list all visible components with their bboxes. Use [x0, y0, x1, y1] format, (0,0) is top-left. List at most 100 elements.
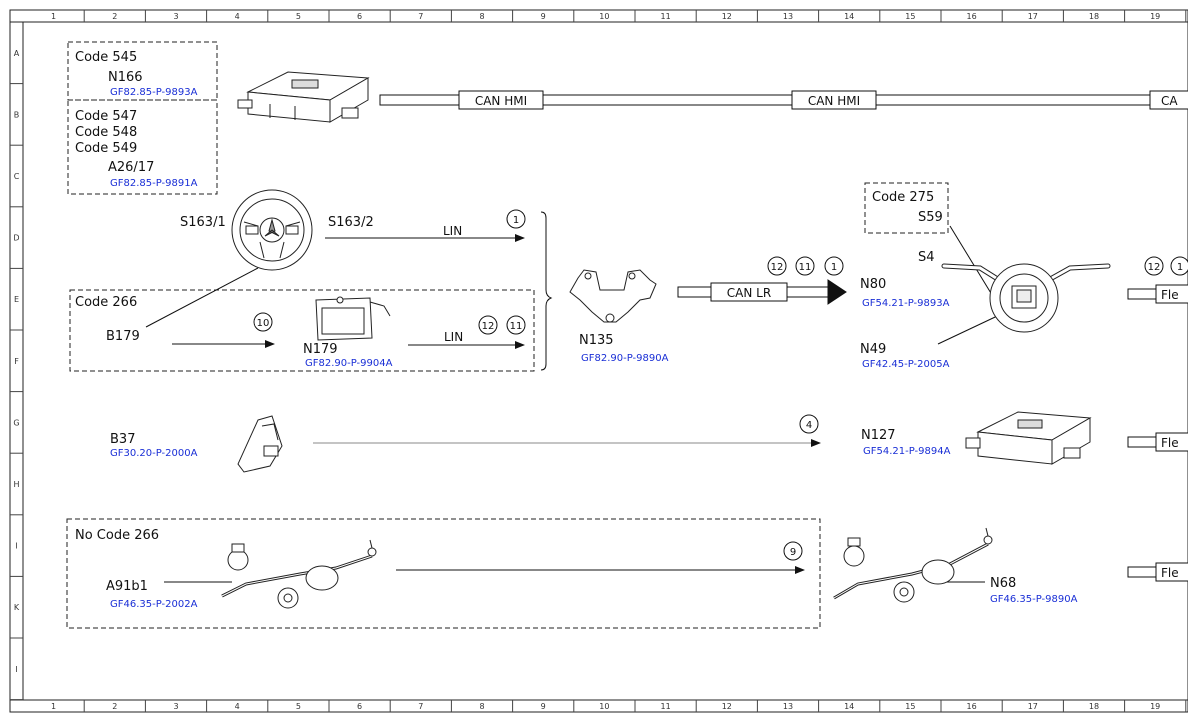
can-hmi-bus	[379, 90, 1188, 110]
s163-2-label: S163/2	[328, 215, 374, 230]
callout-circle-1c	[1170, 256, 1188, 276]
callout-text-9: 9	[790, 547, 796, 558]
ruler-column-label: 19	[1150, 702, 1160, 711]
flex-label-1: Fle	[1161, 288, 1179, 302]
n135-ref[interactable]: GF82.90-P-9890A	[581, 353, 669, 364]
ruler-column-label: 9	[541, 12, 546, 21]
ruler-column-label: 17	[1028, 702, 1038, 711]
flex-label-2: Fle	[1161, 436, 1179, 450]
ruler-column-label: 15	[905, 12, 915, 21]
ruler-row-label: C	[14, 172, 20, 181]
ruler-column-label: 18	[1089, 702, 1099, 711]
ruler-row-label: I	[15, 542, 17, 551]
callout-text-10: 10	[257, 318, 270, 329]
flexray-stubs	[1127, 284, 1188, 582]
s4-label: S4	[918, 250, 935, 265]
callout-circle-12c	[1144, 256, 1164, 276]
a26-17-label: A26/17	[108, 160, 154, 175]
ruler-column-label: 6	[357, 12, 362, 21]
n179-ref[interactable]: GF82.90-P-9904A	[305, 358, 393, 369]
ruler-column-label: 10	[599, 12, 609, 21]
group-box-code275	[864, 182, 949, 234]
a91b1-label: A91b1	[106, 579, 148, 594]
callout-circle-12a	[478, 315, 498, 335]
callout-circle-1b	[824, 256, 844, 276]
n68-ref[interactable]: GF46.35-P-9890A	[990, 594, 1078, 605]
ruler-row-label: B	[14, 110, 20, 119]
group-nocode266-label: No Code 266	[75, 528, 159, 543]
pedal-illustration-b37	[237, 415, 283, 473]
flex-label-3: Fle	[1161, 566, 1179, 580]
a91b1-ref[interactable]: GF46.35-P-2002A	[110, 599, 198, 610]
callout-circle-11a	[506, 315, 526, 335]
n127-label: N127	[861, 428, 896, 443]
n135-label: N135	[579, 333, 614, 348]
group-code548-label: Code 548	[75, 125, 137, 140]
can-hmi-label-1: CAN HMI	[475, 94, 527, 108]
group-code266-label: Code 266	[75, 295, 137, 310]
group-code547-label: Code 547	[75, 109, 137, 124]
ruler-column-label: 15	[905, 702, 915, 711]
ruler-column-label: 3	[173, 702, 178, 711]
callout-circle-4	[799, 414, 819, 434]
callout-circle-12b	[767, 256, 787, 276]
ruler-column-label: 5	[296, 12, 301, 21]
n68-label: N68	[990, 576, 1016, 591]
n49-ref[interactable]: GF42.45-P-2005A	[862, 359, 950, 370]
ruler-column-label: 9	[541, 702, 546, 711]
ruler-column-label: 8	[479, 12, 484, 21]
ruler-column-label: 7	[418, 12, 423, 21]
group-code275-label: Code 275	[872, 190, 934, 205]
ruler-column-label: 11	[661, 12, 671, 21]
steering-column-illustration-s4	[941, 263, 1111, 333]
n49-label: N49	[860, 342, 886, 357]
ruler-column-label: 19	[1150, 12, 1160, 21]
ruler-column-label: 5	[296, 702, 301, 711]
steering-wheel-illustration	[231, 189, 313, 271]
can-hmi-label-2: CAN HMI	[808, 94, 860, 108]
n166-ref[interactable]: GF82.85-P-9893A	[110, 87, 198, 98]
ruler-column-label: 8	[479, 702, 484, 711]
ruler-column-label: 7	[418, 702, 423, 711]
ruler-column-label: 2	[112, 702, 117, 711]
callout-text-11a: 11	[510, 321, 523, 332]
n127-ref[interactable]: GF54.21-P-9894A	[863, 446, 951, 457]
lin-label-1: LIN	[443, 224, 462, 238]
ruler-row-label: K	[14, 603, 20, 612]
group-box-code266	[69, 289, 535, 372]
callout-circle-9	[783, 541, 803, 561]
ruler-column-label: 6	[357, 702, 362, 711]
group-box-code547-549	[67, 99, 218, 195]
n80-ref[interactable]: GF54.21-P-9893A	[862, 298, 950, 309]
ruler-column-label: 11	[661, 702, 671, 711]
steering-rack-illustration-n68	[833, 527, 993, 603]
b37-label: B37	[110, 432, 135, 447]
can-lr-label: CAN LR	[727, 286, 771, 300]
ruler-column-label: 14	[844, 702, 854, 711]
ruler-ticks	[10, 10, 1187, 712]
b37-ref[interactable]: GF30.20-P-2000A	[110, 448, 198, 459]
n166-label: N166	[108, 70, 143, 85]
callout-text-1: 1	[513, 215, 519, 226]
module-illustration-n179	[315, 296, 391, 341]
ruler-column-label: 10	[599, 702, 609, 711]
steering-rack-illustration-a91b1	[221, 539, 377, 609]
s59-label: S59	[918, 210, 943, 225]
a26-17-ref[interactable]: GF82.85-P-9891A	[110, 178, 198, 189]
ruler-column-label: 17	[1028, 12, 1038, 21]
group-code545-label: Code 545	[75, 50, 137, 65]
callout-text-12c: 12	[1148, 262, 1161, 273]
ruler-column-label: 1	[51, 702, 56, 711]
n80-label: N80	[860, 277, 886, 292]
n179-label: N179	[303, 342, 338, 357]
callout-text-12a: 12	[482, 321, 495, 332]
ruler-row-label: I	[15, 665, 17, 674]
callout-text-12b: 12	[771, 262, 784, 273]
ruler-column-label: 14	[844, 12, 854, 21]
ruler-row-label: H	[13, 480, 19, 489]
ruler-row-label: E	[14, 295, 19, 304]
ruler-column-label: 13	[783, 12, 793, 21]
